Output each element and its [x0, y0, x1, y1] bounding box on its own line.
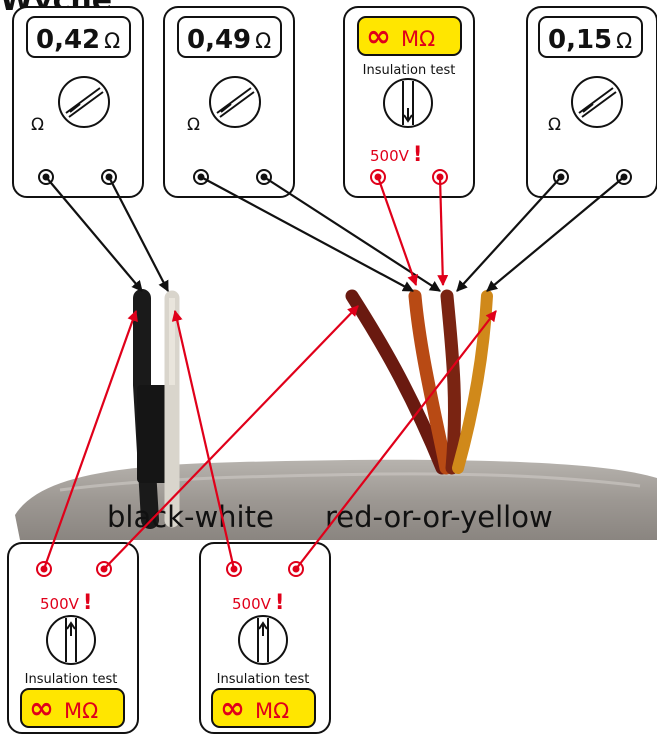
meter-5-voltage-line: 500V!	[40, 590, 92, 614]
meter-6-reading-line: ∞MΩ	[220, 691, 289, 726]
black-white-wires	[133, 289, 180, 529]
meter-5-reading-line: ∞MΩ	[29, 691, 98, 726]
meter-5-display	[20, 688, 125, 728]
meter-5: 500V! Insulation test ∞MΩ	[7, 542, 139, 734]
meter-3-voltage-line: 500V!	[370, 142, 422, 166]
lead-m3-a	[376, 176, 418, 287]
lead-m1-black	[45, 176, 143, 292]
meter-6-mode-label: Insulation test	[217, 672, 310, 687]
coloured-wires	[345, 289, 493, 475]
lead-m1-white	[108, 176, 169, 292]
meter-4-selector-dial	[571, 76, 623, 128]
lead-m6-white	[171, 309, 236, 570]
meter-1-selector-dial	[58, 76, 110, 128]
insulation-leads	[42, 176, 497, 570]
meter-1-display	[26, 16, 131, 58]
lead-m4-brown	[456, 176, 562, 292]
label-red-orange-yellow: red-or-or-yellow	[325, 500, 553, 534]
lead-m3-b	[437, 176, 449, 287]
meter-4-ohm-mark: Ω	[548, 115, 561, 135]
meter-3-mode-label: Insulation test	[363, 63, 456, 78]
continuity-leads	[45, 176, 625, 292]
meter-5-mode-label: Insulation test	[25, 672, 118, 687]
label-black-white: black-white	[107, 500, 274, 534]
meter-1-ohm-mark: Ω	[31, 115, 44, 135]
meter-6: 500V! Insulation test ∞MΩ	[199, 542, 331, 734]
meter-3-display	[357, 16, 462, 56]
meter-3: ∞MΩ Insulation test 500V!	[343, 6, 475, 198]
lead-m5-coloured	[103, 305, 359, 570]
meter-6-display	[211, 688, 316, 728]
lead-m6-yellow	[295, 310, 497, 570]
lead-m4-yellow	[486, 176, 625, 292]
meter-2-selector-dial	[209, 76, 261, 128]
meter-2-display	[177, 16, 282, 58]
lead-m5-black	[42, 309, 138, 570]
meter-4-display	[538, 16, 643, 58]
meter-3-selector-dial	[383, 78, 433, 128]
meter-2-ohm-mark: Ω	[187, 115, 200, 135]
meter-3-reading-line: ∞MΩ	[366, 19, 435, 54]
meter-5-selector-dial	[46, 615, 96, 665]
lead-m2-orange	[200, 176, 414, 292]
meter-6-voltage-line: 500V!	[232, 590, 284, 614]
meter-6-selector-dial	[238, 615, 288, 665]
